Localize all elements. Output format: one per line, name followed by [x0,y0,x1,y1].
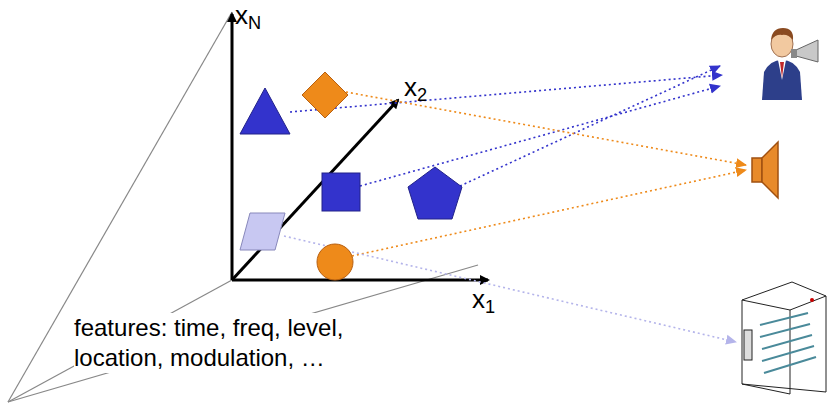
axes [232,14,488,280]
feature-shapes [240,72,462,280]
perspective-lines [8,12,478,402]
axis-label: x1 [472,284,495,318]
talker-icon [762,28,818,100]
feature-list-note: features: time, freq, level, location, m… [74,313,404,373]
axis-label: x2 [404,72,427,106]
loudspeaker-icon [752,142,778,198]
axis-label: xN [235,0,261,34]
room-icon [742,282,826,394]
mapping-arrows [284,66,746,342]
